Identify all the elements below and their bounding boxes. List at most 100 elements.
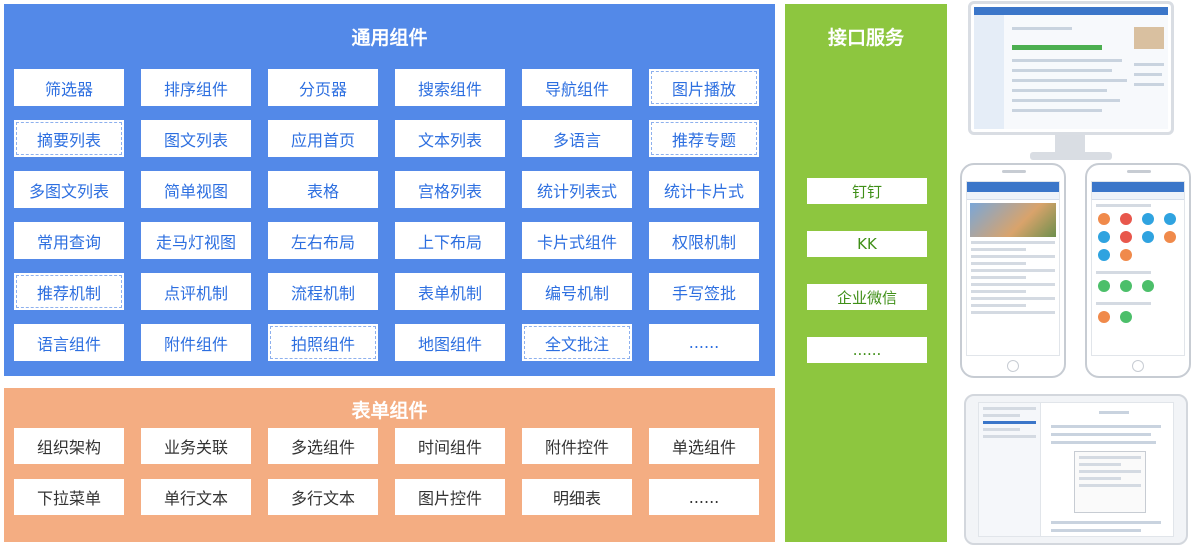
tablet-text-line <box>1051 521 1161 524</box>
app-icon <box>1098 311 1110 323</box>
monitor-text-line <box>1012 69 1112 72</box>
phone-tab-bar <box>967 192 1059 200</box>
tablet-text-line <box>983 414 1020 417</box>
tablet-illustration <box>964 394 1188 545</box>
tablet-sidebar <box>979 403 1041 536</box>
form-item: 时间组件 <box>395 428 505 464</box>
monitor-avatar-image <box>1134 27 1164 49</box>
phone-home-button <box>1132 360 1144 372</box>
general-item: 图文列表 <box>141 120 251 157</box>
monitor-stand-base <box>1030 152 1112 160</box>
phone-section-label <box>1096 271 1152 274</box>
tablet-selected-item <box>983 421 1036 424</box>
general-item: 全文批注 <box>522 324 632 361</box>
app-icon <box>1164 213 1176 225</box>
general-item: 走马灯视图 <box>141 222 251 259</box>
tablet-text-line <box>1079 477 1121 480</box>
phone-illustration-apps <box>1085 163 1191 378</box>
desktop-monitor-illustration <box>968 1 1174 135</box>
monitor-stand-neck <box>1055 135 1085 152</box>
tablet-text-line <box>1051 441 1156 444</box>
tablet-text-line <box>1051 433 1151 436</box>
form-components-title: 表单组件 <box>351 400 428 422</box>
monitor-text-line <box>1134 73 1162 76</box>
phone-text-line <box>971 241 1055 244</box>
form-item: 多选组件 <box>268 428 378 464</box>
monitor-sidebar <box>974 15 1004 129</box>
tablet-chat-window <box>1074 451 1146 513</box>
monitor-highlight-bar <box>1012 45 1102 50</box>
phone-title-bar <box>967 182 1059 192</box>
monitor-header-bar <box>974 7 1168 15</box>
tablet-screen <box>978 402 1174 537</box>
app-icon <box>1098 280 1110 292</box>
general-item: 排序组件 <box>141 69 251 106</box>
phone-section-label <box>1096 204 1152 207</box>
general-item: 左右布局 <box>268 222 378 259</box>
tablet-text-line <box>1079 463 1121 466</box>
phone-text-line <box>971 290 1027 293</box>
general-item: 点评机制 <box>141 273 251 310</box>
monitor-screen <box>974 7 1168 129</box>
phone-text-line <box>971 283 1055 286</box>
monitor-text-line <box>1012 27 1072 30</box>
general-item: 简单视图 <box>141 171 251 208</box>
monitor-text-line <box>1012 79 1127 82</box>
tablet-text-line <box>983 435 1036 438</box>
tablet-text-line <box>983 407 1036 410</box>
general-item: 权限机制 <box>649 222 759 259</box>
general-item: 拍照组件 <box>268 324 378 361</box>
app-icon <box>1120 311 1132 323</box>
monitor-text-line <box>1134 63 1164 66</box>
app-icon <box>1120 280 1132 292</box>
general-item: 附件组件 <box>141 324 251 361</box>
general-item: 分页器 <box>268 69 378 106</box>
app-icon <box>1098 249 1110 261</box>
general-item: 卡片式组件 <box>522 222 632 259</box>
phone-text-line <box>971 255 1055 258</box>
general-components-panel: 通用组件 筛选器 排序组件 分页器 搜索组件 导航组件 图片播放 摘要列表 图文… <box>4 4 775 376</box>
tablet-text-line <box>1079 484 1141 487</box>
form-components-panel: 表单组件 组织架构 业务关联 多选组件 时间组件 附件控件 单选组件 下拉菜单 … <box>4 388 775 542</box>
phone-app-icon-grid <box>1092 207 1184 267</box>
phone-title-bar <box>1092 182 1184 192</box>
form-item: 单选组件 <box>649 428 759 464</box>
app-icon <box>1120 249 1132 261</box>
general-item: 图片播放 <box>649 69 759 106</box>
phone-text-line <box>971 262 1027 265</box>
api-item-dingtalk: 钉钉 <box>807 178 927 204</box>
interface-services-list: 钉钉 KK 企业微信 ...... <box>807 178 927 390</box>
monitor-text-line <box>1134 83 1164 86</box>
tablet-text-line <box>1051 425 1161 428</box>
tablet-text-line <box>1099 411 1129 414</box>
tablet-text-line <box>1051 529 1141 532</box>
app-icon <box>1120 213 1132 225</box>
general-item: 手写签批 <box>649 273 759 310</box>
phone-home-button <box>1007 360 1019 372</box>
general-item: 表单机制 <box>395 273 505 310</box>
general-item: ...... <box>649 324 759 361</box>
app-icon <box>1142 213 1154 225</box>
general-item: 推荐机制 <box>14 273 124 310</box>
general-item: 多图文列表 <box>14 171 124 208</box>
general-item: 统计列表式 <box>522 171 632 208</box>
monitor-text-line <box>1012 89 1107 92</box>
form-item: 单行文本 <box>141 479 251 515</box>
form-item: 图片控件 <box>395 479 505 515</box>
phone-banner-image <box>970 203 1056 237</box>
general-item: 地图组件 <box>395 324 505 361</box>
interface-services-title: 接口服务 <box>827 27 904 49</box>
general-item: 多语言 <box>522 120 632 157</box>
form-item: 明细表 <box>522 479 632 515</box>
phone-text-line <box>971 276 1027 279</box>
phone-screen <box>1091 181 1185 356</box>
phone-app-icon-grid <box>1092 305 1184 329</box>
general-item: 摘要列表 <box>14 120 124 157</box>
phone-text-line <box>971 297 1055 300</box>
tablet-text-line <box>1079 470 1141 473</box>
form-item: 业务关联 <box>141 428 251 464</box>
form-item: 组织架构 <box>14 428 124 464</box>
general-components-grid: 筛选器 排序组件 分页器 搜索组件 导航组件 图片播放 摘要列表 图文列表 应用… <box>14 69 759 361</box>
phone-tab-bar <box>1092 192 1184 200</box>
